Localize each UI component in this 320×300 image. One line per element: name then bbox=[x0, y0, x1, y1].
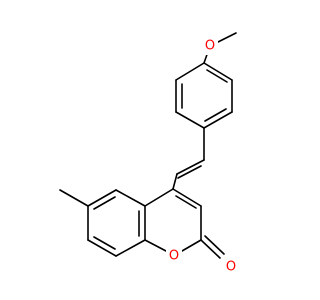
vinyl-double-bond-inner bbox=[177, 165, 202, 179]
carbonyl-oxygen-label: O bbox=[226, 260, 236, 275]
c8a-c8-bond bbox=[115, 239, 146, 257]
c6-c5-bond bbox=[87, 189, 117, 207]
c2-carbonyl-bond-inner bbox=[204, 235, 225, 255]
methoxy-oxygen-atom: O bbox=[202, 39, 218, 55]
ring-oxygen-label: O bbox=[169, 249, 179, 264]
c6-c5-inner-bond bbox=[93, 196, 116, 210]
c2-carbonyl-bond bbox=[200, 239, 221, 259]
ring-a-bond-4 bbox=[175, 111, 205, 129]
coumarin-benzo-ring bbox=[59, 189, 146, 257]
molecule-diagram: O O O bbox=[59, 32, 239, 275]
methoxyphenyl-ring bbox=[175, 62, 233, 129]
ring-oxygen-atom: O bbox=[166, 249, 182, 265]
c8-c7-inner-bond bbox=[93, 236, 116, 250]
ring-a-inner-bond-1 bbox=[206, 69, 228, 83]
c2-ring-o-bond bbox=[181, 239, 202, 252]
c4-c3-bond bbox=[172, 188, 202, 207]
vinyl-linker bbox=[172, 127, 205, 190]
vinyl-double-bond bbox=[176, 159, 205, 175]
c4-c4a-bond bbox=[144, 188, 174, 207]
vinyl-coumarin-bond bbox=[172, 173, 178, 190]
coumarin-pyranone-ring bbox=[144, 188, 225, 259]
ring-a-bond-6 bbox=[175, 62, 205, 81]
ring-o-c8a-bond bbox=[144, 239, 167, 252]
structure-canvas: O O O bbox=[59, 32, 239, 275]
methoxy-oxygen-label: O bbox=[205, 39, 215, 54]
ring-a-inner-bond-2 bbox=[204, 108, 227, 122]
carbonyl-oxygen-atom: O bbox=[223, 259, 239, 275]
c8-c7-bond bbox=[87, 239, 117, 257]
c5-c4a-bond bbox=[115, 189, 146, 207]
ring-a-bond-1 bbox=[203, 62, 233, 81]
c6-methyl-bond bbox=[59, 189, 89, 207]
ring-a-bond-3 bbox=[203, 111, 233, 129]
c3-c4-inner-bond bbox=[175, 195, 197, 209]
